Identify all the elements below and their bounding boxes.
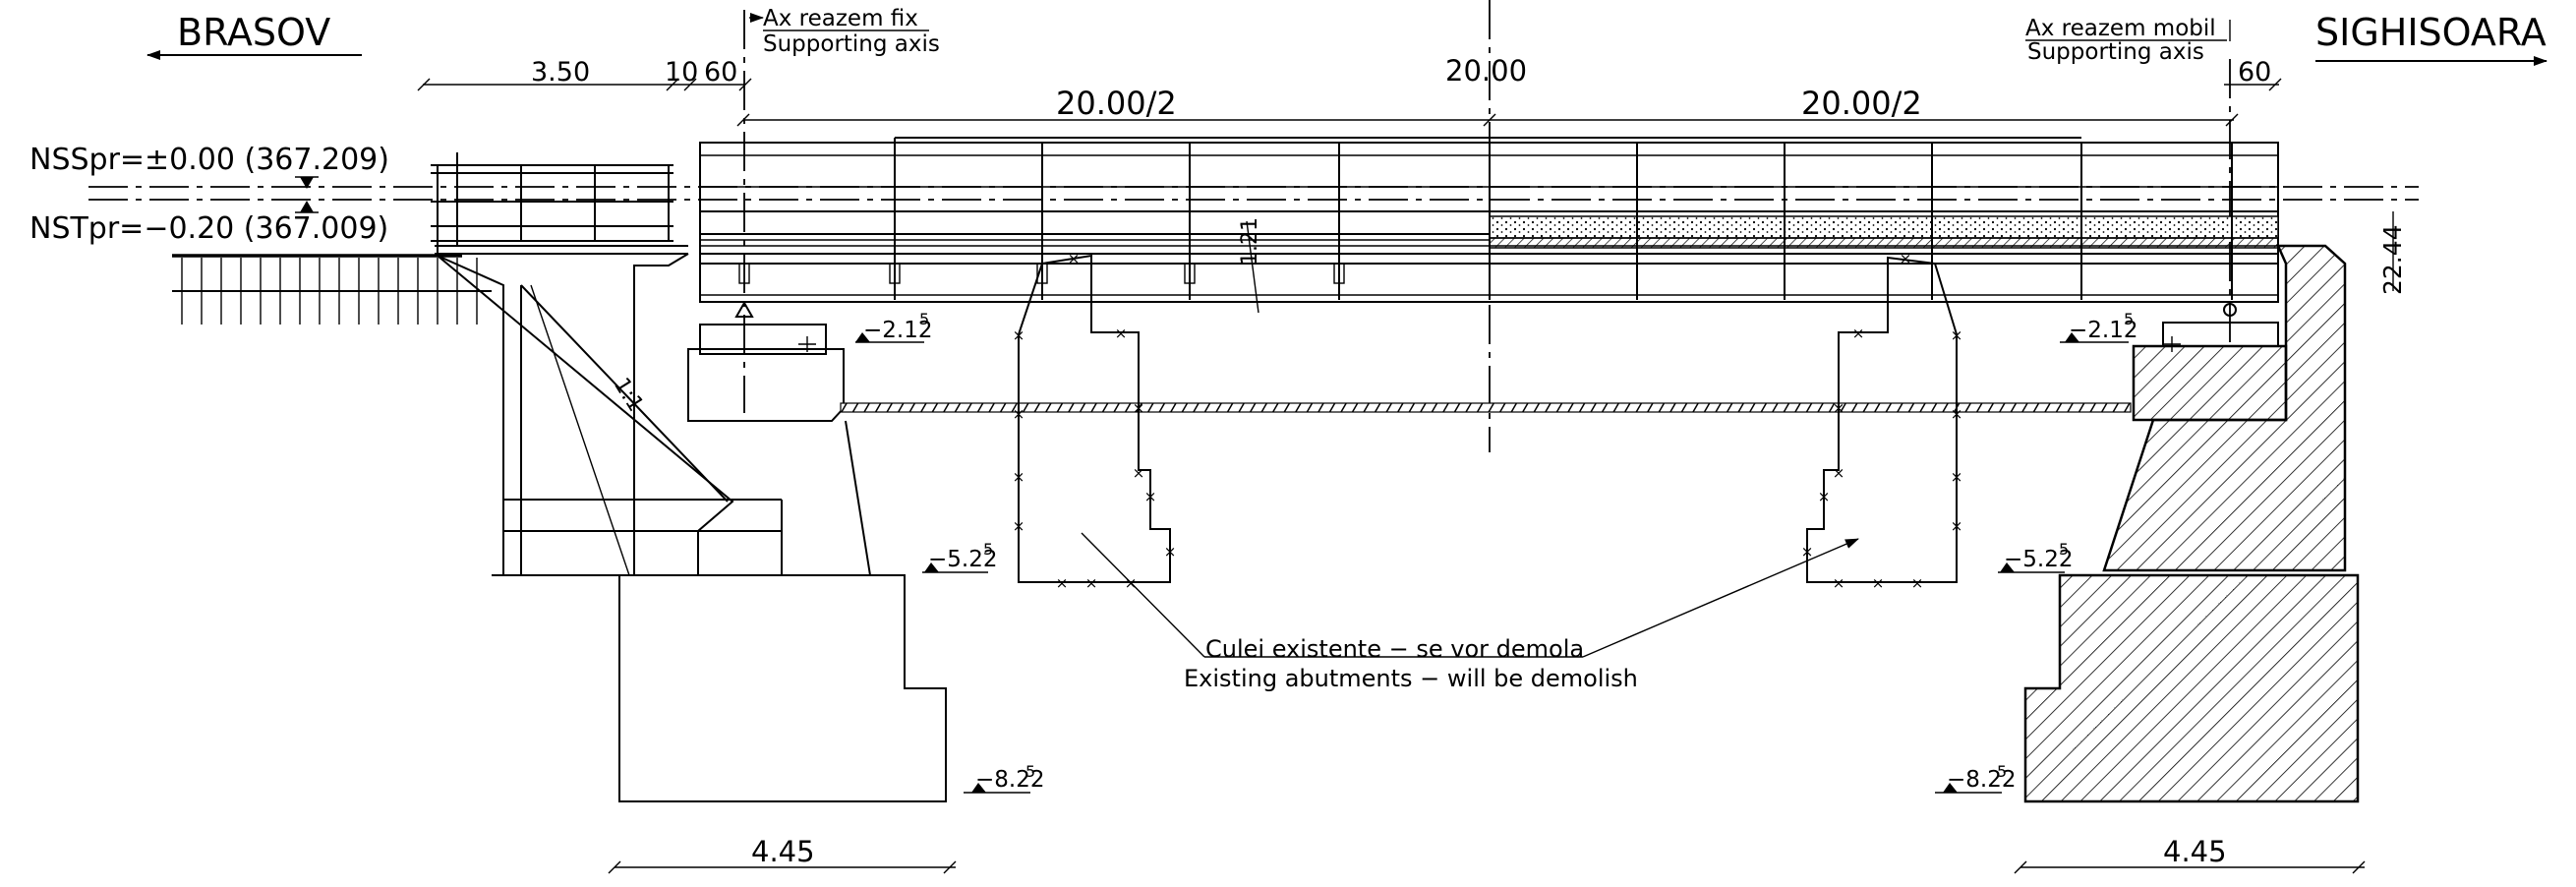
dim-20-00-half-right: 20.00/2 bbox=[1801, 85, 1922, 122]
dimension-chain-bottom: 4.45 4.45 bbox=[608, 835, 2366, 874]
demolition-annotation: Culei existente − se vor demola Existing… bbox=[1081, 532, 1859, 692]
level-nss: NSSpr=±0.00 (367.209) bbox=[29, 143, 389, 177]
svg-text:5: 5 bbox=[983, 540, 993, 559]
svg-text:×: × bbox=[1013, 326, 1025, 344]
svg-text:×: × bbox=[1833, 464, 1845, 482]
city-right-text: SIGHISOARA bbox=[2315, 11, 2547, 54]
dimension-chain-top: 3.50 10 60 20.00 60 20.00/2 20.00/2 bbox=[417, 54, 2282, 127]
mobile-axis-en: Supporting axis bbox=[2027, 39, 2204, 65]
elev-2-12-left: −2.12 5 bbox=[855, 310, 932, 343]
svg-text:×: × bbox=[1085, 574, 1098, 592]
right-abutment: 22.44 bbox=[2023, 211, 2407, 803]
dim-4-45-right: 4.45 bbox=[2163, 835, 2227, 868]
dim-20-00-half-left: 20.00/2 bbox=[1056, 85, 1177, 122]
svg-text:×: × bbox=[1818, 488, 1831, 505]
svg-text:5: 5 bbox=[2124, 310, 2134, 328]
elev-5-22-left: −5.22 5 bbox=[922, 540, 997, 573]
svg-text:×: × bbox=[1852, 325, 1865, 342]
svg-text:−8.22: −8.22 bbox=[975, 767, 1044, 793]
level-labels: NSSpr=±0.00 (367.209) NSTpr=−0.20 (367.0… bbox=[29, 143, 389, 246]
svg-text:5: 5 bbox=[2059, 540, 2069, 559]
svg-text:×: × bbox=[1068, 250, 1081, 267]
slope-label: 1:1 bbox=[609, 374, 648, 416]
svg-text:×: × bbox=[1164, 543, 1177, 561]
svg-text:×: × bbox=[1144, 488, 1157, 505]
svg-text:×: × bbox=[1833, 574, 1845, 592]
bridge-superstructure: 1.21 bbox=[699, 137, 2279, 314]
dim-22-44: 22.44 bbox=[2378, 224, 2407, 295]
svg-text:×: × bbox=[1013, 405, 1025, 423]
mobile-axis-ro: Ax reazem mobil bbox=[2025, 16, 2216, 41]
svg-text:×: × bbox=[1115, 325, 1128, 342]
annotation-en: Existing abutments − will be demolish bbox=[1184, 665, 1638, 692]
left-approach: 1:1 bbox=[172, 152, 865, 576]
dim-1-21: 1.21 bbox=[1238, 217, 1262, 266]
svg-text:−5.22: −5.22 bbox=[928, 547, 997, 572]
fixed-axis-en: Supporting axis bbox=[763, 31, 940, 57]
elevation-marks: −2.12 5 −2.12 5 −5.22 5 −5.22 5 −8.22 5 bbox=[855, 310, 2137, 794]
svg-text:×: × bbox=[1951, 326, 1963, 344]
svg-text:−5.22: −5.22 bbox=[2004, 547, 2073, 572]
city-label-left: BRASOV bbox=[146, 11, 362, 60]
elev-8-22-left: −8.22 5 bbox=[964, 762, 1044, 794]
annotation-ro: Culei existente − se vor demola bbox=[1205, 635, 1584, 663]
svg-text:×: × bbox=[1801, 543, 1814, 561]
svg-text:×: × bbox=[1911, 574, 1924, 592]
svg-text:−2.12: −2.12 bbox=[2069, 318, 2137, 343]
svg-text:5: 5 bbox=[919, 310, 929, 328]
fixed-axis-ro: Ax reazem fix bbox=[763, 6, 918, 31]
svg-text:5: 5 bbox=[1997, 762, 2007, 781]
svg-text:×: × bbox=[1833, 399, 1845, 417]
svg-text:−8.22: −8.22 bbox=[1947, 767, 2016, 793]
svg-text:×: × bbox=[1133, 464, 1145, 482]
dim-60-left: 60 bbox=[704, 57, 737, 88]
dim-20-00-total: 20.00 bbox=[1445, 54, 1527, 88]
left-abutment bbox=[618, 300, 947, 802]
svg-text:×: × bbox=[1056, 574, 1069, 592]
dim-3-50: 3.50 bbox=[531, 57, 590, 88]
elev-5-22-right: −5.22 5 bbox=[1998, 540, 2073, 573]
svg-text:×: × bbox=[1900, 250, 1912, 267]
elev-8-22-right: −8.22 5 bbox=[1935, 762, 2016, 794]
svg-text:×: × bbox=[1133, 399, 1145, 417]
svg-text:×: × bbox=[1951, 517, 1963, 535]
elev-2-12-right: −2.12 5 bbox=[2060, 310, 2137, 343]
svg-text:5: 5 bbox=[1025, 762, 1035, 781]
svg-text:×: × bbox=[1951, 468, 1963, 486]
city-left-text: BRASOV bbox=[177, 11, 330, 54]
svg-text:×: × bbox=[1872, 574, 1885, 592]
level-nst: NSTpr=−0.20 (367.009) bbox=[29, 211, 388, 246]
svg-text:×: × bbox=[1013, 517, 1025, 535]
dim-4-45-left: 4.45 bbox=[751, 835, 815, 868]
svg-text:−2.12: −2.12 bbox=[863, 318, 932, 343]
svg-text:×: × bbox=[1951, 405, 1963, 423]
svg-text:×: × bbox=[1013, 468, 1025, 486]
water-pipe-line bbox=[840, 402, 2132, 413]
dim-10: 10 bbox=[665, 57, 698, 88]
city-label-right: SIGHISOARA bbox=[2315, 11, 2547, 66]
mobile-support-axis-label: Ax reazem mobil Supporting axis bbox=[2025, 16, 2231, 65]
fixed-support-axis-label: Ax reazem fix Supporting axis bbox=[749, 6, 940, 57]
dim-60-right: 60 bbox=[2238, 57, 2271, 88]
